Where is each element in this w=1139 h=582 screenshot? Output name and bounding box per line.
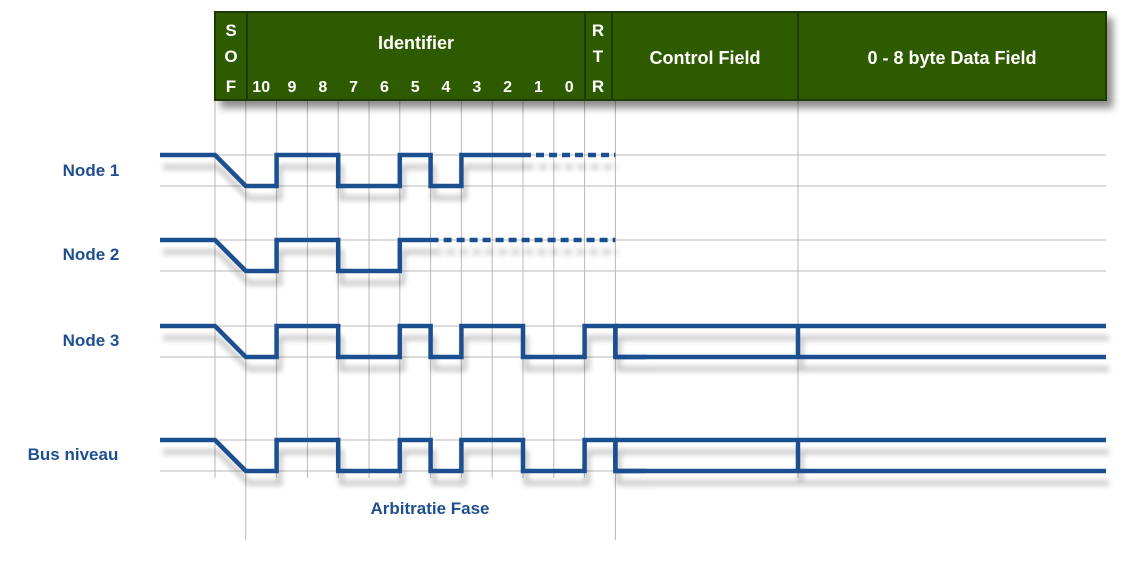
rtr-letter-r1: R — [592, 21, 604, 40]
bit-label-6: 6 — [380, 79, 389, 96]
identifier-label: Identifier — [378, 33, 454, 53]
data-field-cell — [797, 11, 1107, 101]
sof-letter-o: O — [224, 47, 237, 66]
arbitration-phase: Arbitratie Fase — [248, 499, 611, 536]
signal-3 — [160, 323, 1106, 360]
control-field-label: Control Field — [650, 48, 761, 68]
can-frame-header — [214, 11, 1107, 101]
node-label-3: Node 3 — [63, 331, 120, 350]
sof-letter-s: S — [225, 21, 236, 40]
bit-label-0: 0 — [565, 79, 574, 96]
signal-1 — [160, 152, 616, 189]
control-field-cell — [611, 11, 799, 101]
bit-label-4: 4 — [442, 79, 451, 96]
identifier-cell — [246, 11, 586, 101]
sof-cell — [214, 11, 248, 101]
rtr-letter-r2: R — [592, 77, 604, 96]
bit-label-8: 8 — [318, 79, 327, 96]
bit-label-5: 5 — [411, 79, 420, 96]
signal-2 — [160, 237, 616, 274]
arbitration-label: Arbitratie Fase — [370, 499, 489, 518]
bit-label-2: 2 — [503, 79, 512, 96]
node-label-4: Bus niveau — [28, 445, 119, 464]
signal-trace-3 — [160, 323, 647, 360]
bit-label-9: 9 — [288, 79, 297, 96]
bit-label-1: 1 — [534, 79, 543, 96]
bit-label-3: 3 — [472, 79, 481, 96]
bit-label-7: 7 — [349, 79, 358, 96]
bit-label-10: 10 — [252, 79, 270, 96]
signal-4 — [160, 437, 1106, 474]
signal-traces — [160, 152, 1106, 474]
signal-trace-2 — [160, 237, 431, 274]
node-labels: Node 1 Node 2 Node 3 Bus niveau — [28, 161, 120, 464]
signal-trace-1 — [160, 152, 523, 189]
node-label-2: Node 2 — [63, 245, 120, 264]
timing-grid — [160, 100, 1106, 540]
node-label-1: Node 1 — [63, 161, 120, 180]
signal-trace-4 — [160, 437, 647, 474]
rtr-cell — [584, 11, 613, 101]
data-field-label: 0 - 8 byte Data Field — [867, 48, 1036, 68]
rtr-letter-t: T — [593, 47, 604, 66]
sof-letter-f: F — [226, 77, 236, 96]
